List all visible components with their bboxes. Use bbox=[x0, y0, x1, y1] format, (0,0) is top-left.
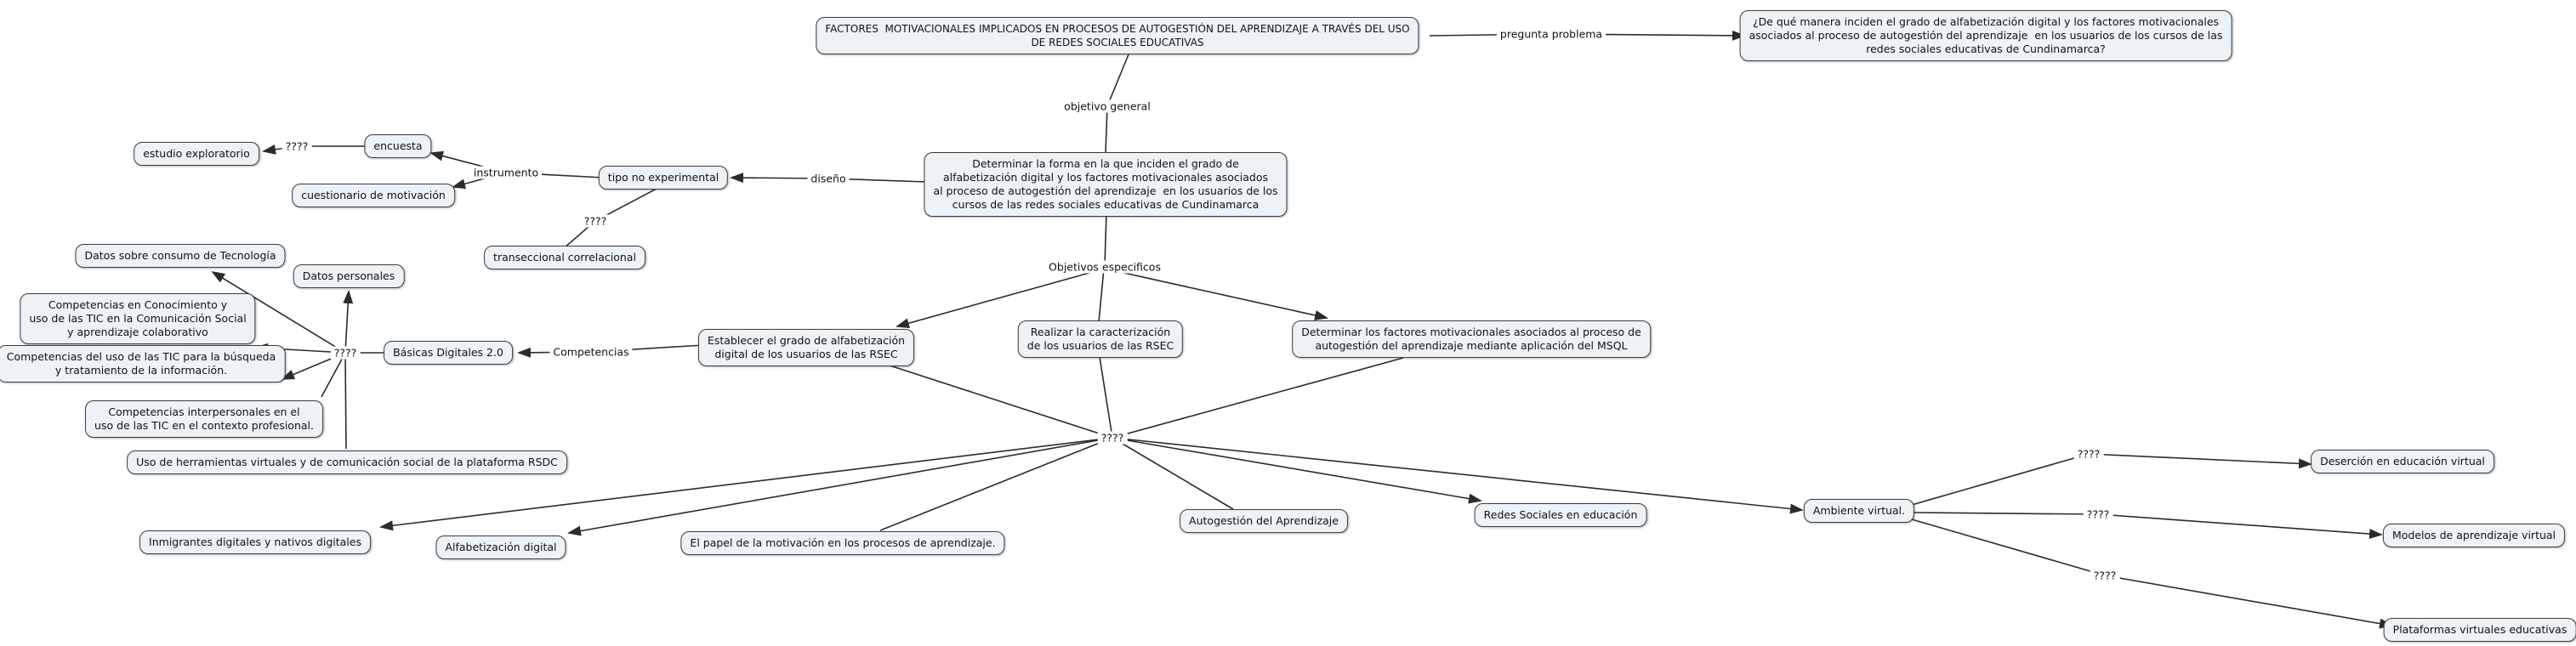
node-tipo-no-experimental[interactable]: tipo no experimental bbox=[598, 166, 729, 190]
link-label-unknown-4[interactable]: ???? bbox=[1097, 431, 1128, 445]
node-plataformas-virtuales[interactable]: Plataformas virtuales educativas bbox=[2383, 618, 2576, 642]
link-label-unknown-7[interactable]: ???? bbox=[2090, 569, 2120, 582]
node-competencias-busqueda[interactable]: Competencias del uso de las TIC para la … bbox=[0, 345, 286, 382]
node-realizar-caracterizacion[interactable]: Realizar la caracterización de los usuar… bbox=[1017, 320, 1184, 358]
link-label-diseno-label[interactable]: diseño bbox=[807, 172, 850, 185]
edge-objetivos-especificos-label-to-realizar-caracterizacion bbox=[1098, 268, 1105, 323]
link-label-competencias-label[interactable]: Competencias bbox=[549, 345, 633, 359]
link-label-objetivo-general-label[interactable]: objetivo general bbox=[1061, 99, 1154, 113]
edge-unknown-4-to-papel-motivacion bbox=[879, 437, 1113, 531]
edge-determinar-factores-to-unknown-4 bbox=[1112, 357, 1404, 439]
node-titulo[interactable]: FACTORES MOTIVACIONALES IMPLICADOS EN PR… bbox=[816, 17, 1419, 54]
edge-unknown-3-to-datos-personales bbox=[343, 290, 354, 354]
edge-unknown-3-to-datos-consumo-tecnologia bbox=[211, 270, 346, 354]
node-ambiente-virtual[interactable]: Ambiente virtual. bbox=[1803, 499, 1915, 523]
edge-objetivos-especificos-label-to-determinar-factores bbox=[1104, 268, 1328, 320]
edge-encuesta-to-estudio-exploratorio bbox=[262, 144, 367, 155]
edge-ambiente-virtual-to-plataformas-virtuales bbox=[1911, 518, 2393, 629]
edge-unknown-3-to-competencias-interpersonales bbox=[321, 352, 346, 398]
node-determinar-factores[interactable]: Determinar los factores motivacionales a… bbox=[1292, 320, 1651, 358]
edge-unknown-3-to-uso-herramientas-virtuales bbox=[344, 352, 347, 450]
link-label-unknown-2[interactable]: ???? bbox=[580, 214, 611, 228]
node-uso-herramientas-virtuales[interactable]: Uso de herramientas virtuales y de comun… bbox=[127, 450, 567, 474]
node-competencias-conocimiento[interactable]: Competencias en Conocimiento y uso de la… bbox=[20, 293, 256, 344]
link-label-unknown-3[interactable]: ???? bbox=[330, 346, 361, 360]
node-transeccional-correlacional[interactable]: transeccional correlacional bbox=[484, 246, 645, 269]
node-inmigrantes-nativos[interactable]: Inmigrantes digitales y nativos digitale… bbox=[139, 530, 371, 554]
edge-establecer-grado-to-unknown-4 bbox=[884, 363, 1113, 439]
edge-ambiente-virtual-to-desercion-educacion-virtual bbox=[1911, 453, 2312, 506]
link-label-instrumento-label[interactable]: instrumento bbox=[469, 166, 543, 179]
node-cuestionario-motivacion[interactable]: cuestionario de motivación bbox=[292, 184, 455, 207]
edge-objetivo-general-to-objetivos-especificos-label bbox=[1104, 212, 1107, 266]
node-modelos-aprendizaje-virtual[interactable]: Modelos de aprendizaje virtual bbox=[2382, 524, 2566, 547]
node-encuesta[interactable]: encuesta bbox=[364, 134, 432, 158]
node-basicas-digitales[interactable]: Básicas Digitales 2.0 bbox=[384, 341, 513, 365]
node-autogestion-aprendizaje[interactable]: Autogestión del Aprendizaje bbox=[1180, 509, 1348, 533]
edge-unknown-4-to-redes-sociales-educacion bbox=[1112, 437, 1482, 504]
edge-ambiente-virtual-to-modelos-aprendizaje-virtual bbox=[1911, 512, 2383, 539]
link-label-unknown-6[interactable]: ???? bbox=[2083, 507, 2113, 521]
node-datos-consumo-tecnologia[interactable]: Datos sobre consumo de Tecnología bbox=[75, 244, 286, 268]
node-estudio-exploratorio[interactable]: estudio exploratorio bbox=[134, 142, 259, 166]
edge-realizar-caracterizacion-to-unknown-4 bbox=[1099, 356, 1113, 439]
node-papel-motivacion[interactable]: El papel de la motivación en los proceso… bbox=[680, 531, 1005, 555]
link-label-pregunta-problema-label[interactable]: pregunta problema bbox=[1496, 27, 1606, 41]
node-alfabetizacion-digital[interactable]: Alfabetización digital bbox=[435, 536, 566, 559]
link-label-objetivos-especificos-label[interactable]: Objetivos especificos bbox=[1045, 260, 1164, 274]
node-datos-personales[interactable]: Datos personales bbox=[293, 264, 405, 288]
edge-objetivos-especificos-label-to-establecer-grado bbox=[896, 268, 1106, 329]
link-label-unknown-5[interactable]: ???? bbox=[2073, 447, 2104, 461]
link-label-unknown-1[interactable]: ???? bbox=[281, 139, 312, 153]
node-competencias-interpersonales[interactable]: Competencias interpersonales en el uso d… bbox=[85, 400, 323, 438]
edge-unknown-4-to-inmigrantes-nativos bbox=[379, 437, 1113, 531]
node-pregunta-problema[interactable]: ¿De qué manera inciden el grado de alfab… bbox=[1739, 10, 2232, 61]
node-objetivo-general[interactable]: Determinar la forma en la que inciden el… bbox=[924, 152, 1288, 217]
node-desercion-educacion-virtual[interactable]: Deserción en educación virtual bbox=[2311, 450, 2494, 473]
edge-tipo-no-experimental-to-transeccional-correlacional bbox=[564, 188, 657, 248]
edge-unknown-4-to-alfabetizacion-digital bbox=[567, 437, 1113, 536]
node-redes-sociales-educacion[interactable]: Redes Sociales en educación bbox=[1474, 503, 1647, 527]
node-establecer-grado[interactable]: Establecer el grado de alfabetización di… bbox=[697, 329, 915, 366]
edge-unknown-4-to-ambiente-virtual bbox=[1112, 437, 1804, 514]
edge-unknown-4-to-autogestion-aprendizaje bbox=[1112, 437, 1234, 510]
